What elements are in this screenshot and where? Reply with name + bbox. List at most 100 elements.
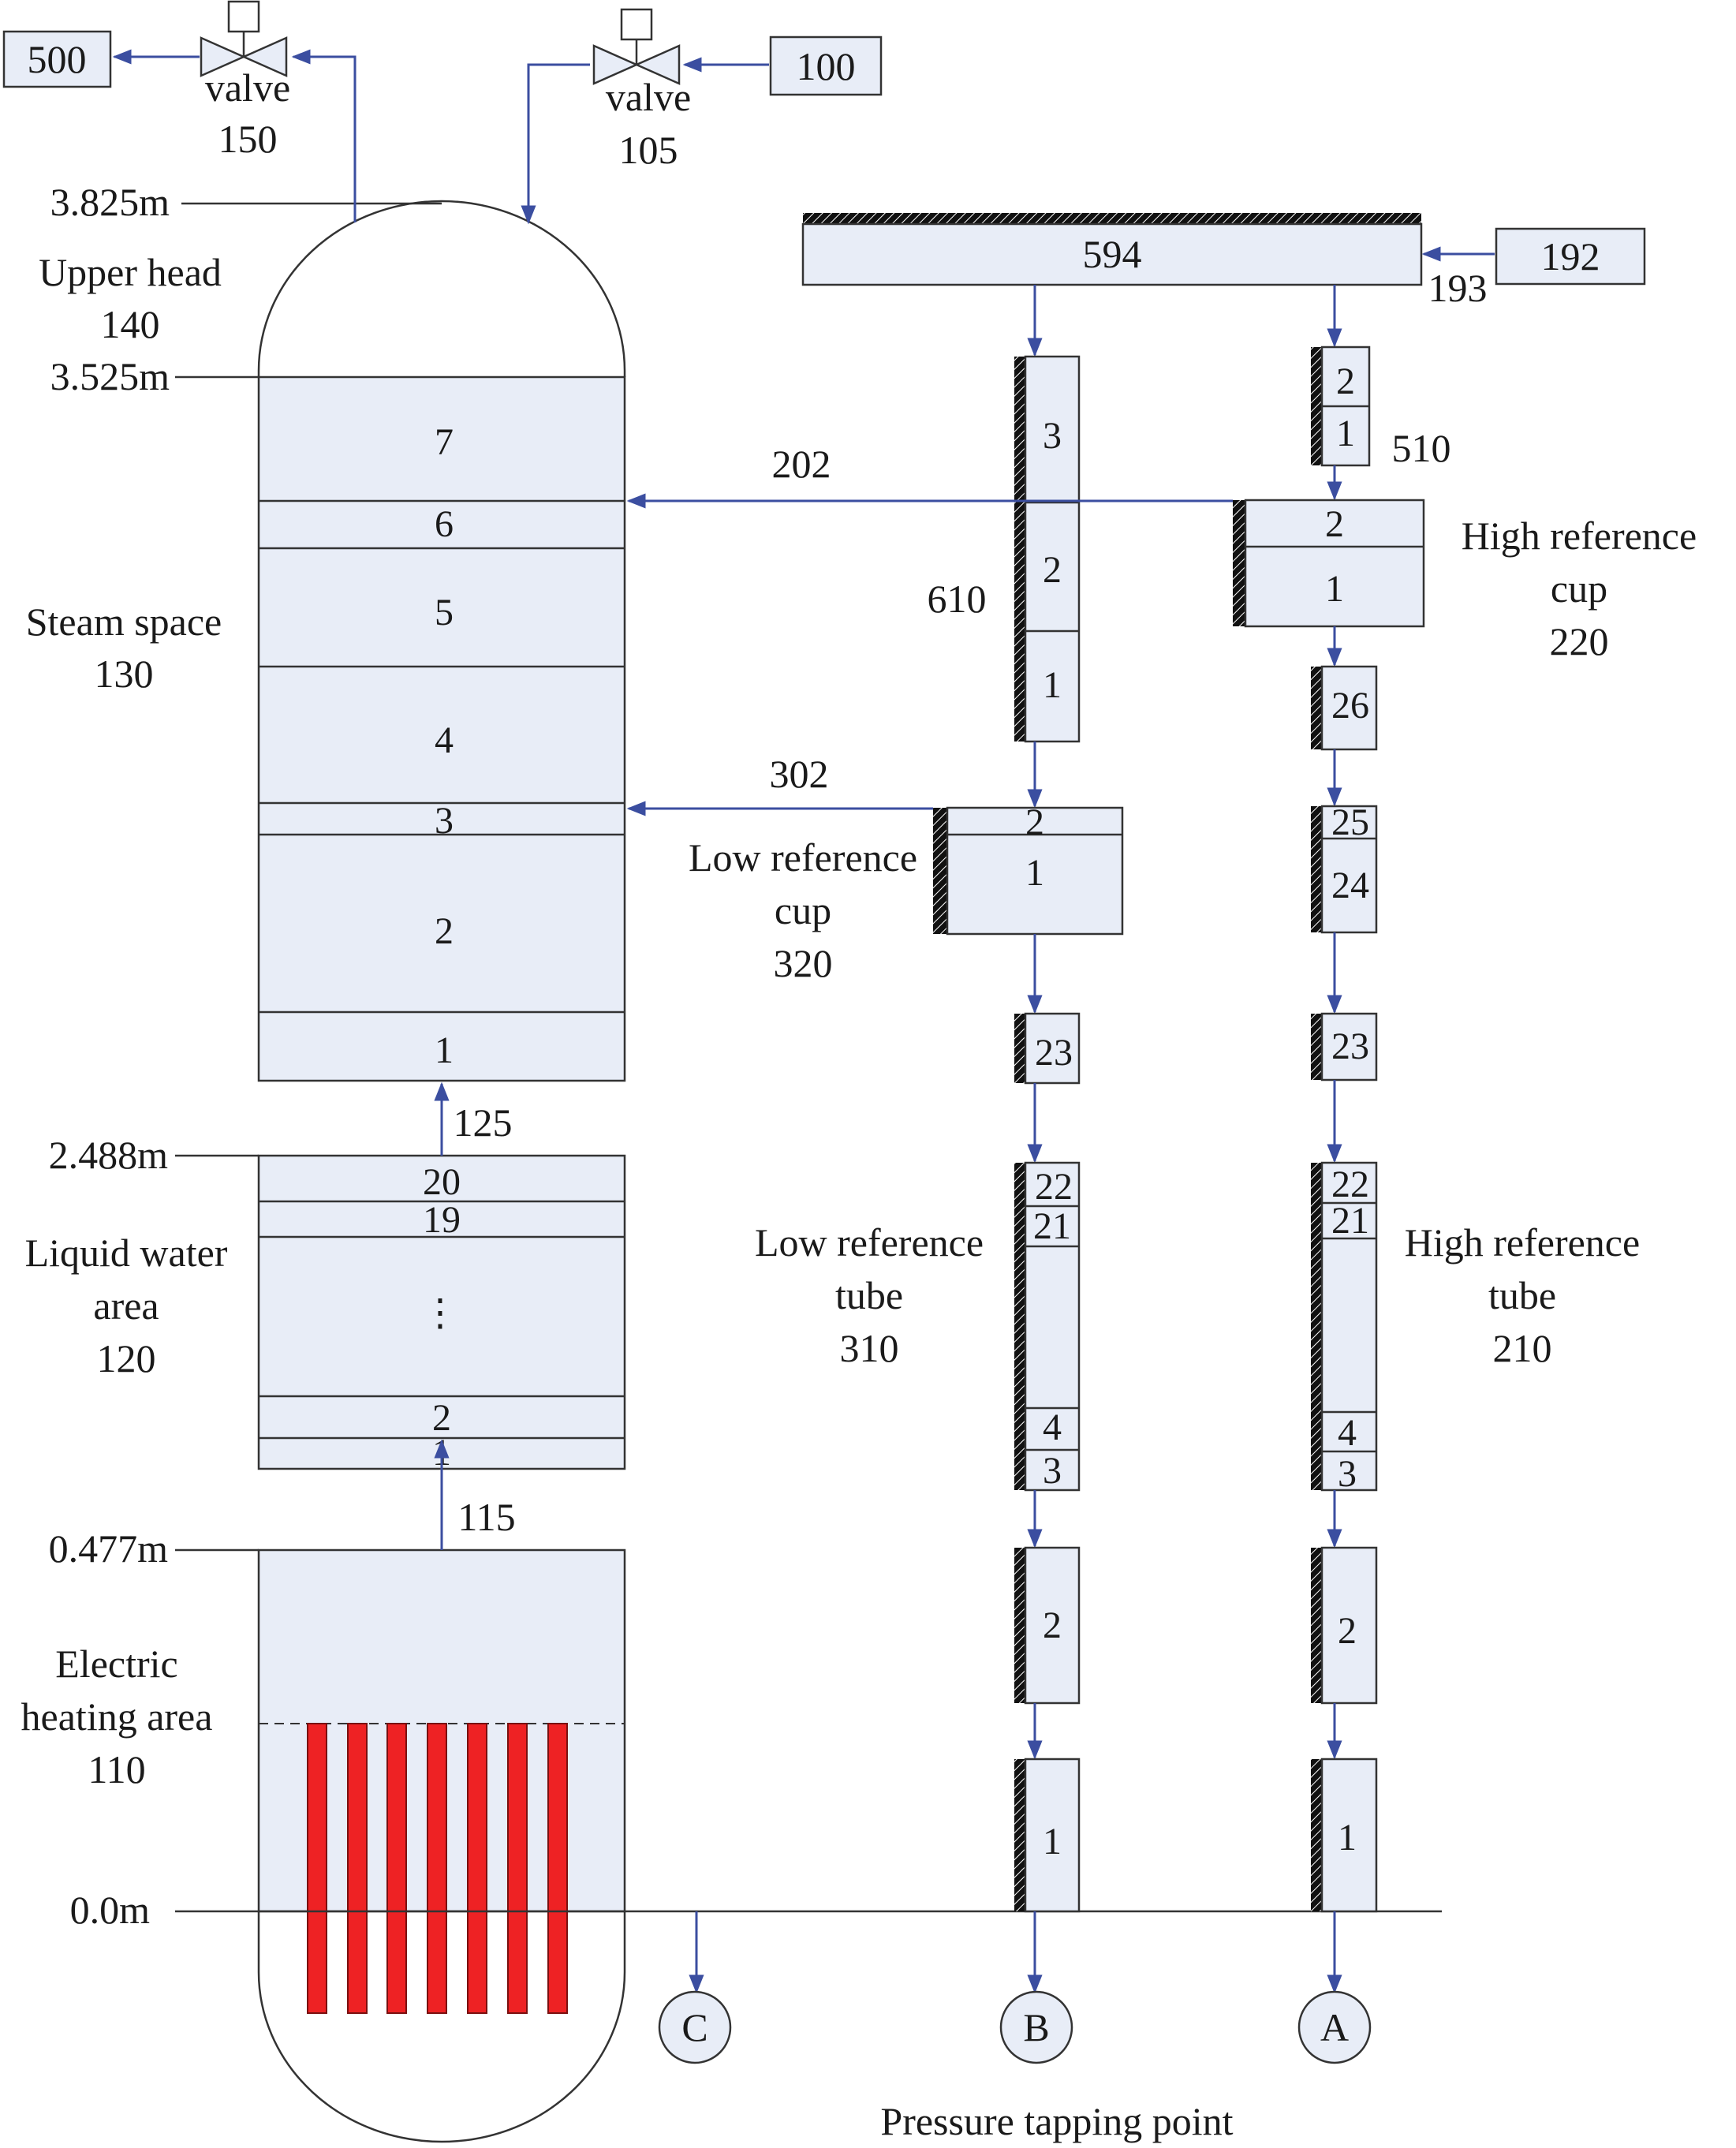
low-tube-label-3: 310: [840, 1326, 899, 1370]
region-labels: Upper head 140 Steam space 130 Liquid wa…: [21, 250, 228, 1791]
low-cup-label-2: cup: [775, 888, 831, 932]
electric-heating-num: 110: [88, 1747, 145, 1791]
low-ref-cup: 2 1 Low reference cup 320: [689, 742, 1124, 985]
mid-cell-22: 22: [1035, 1166, 1073, 1208]
mid-cell-1: 1: [1043, 1821, 1062, 1862]
mid-cell-23: 23: [1035, 1032, 1073, 1074]
electric-heating-label-2: heating area: [21, 1694, 213, 1739]
low-cup-cell-1: 1: [1025, 852, 1044, 894]
low-tube-label-2: tube: [835, 1273, 903, 1317]
mid-cell-4: 4: [1043, 1406, 1062, 1448]
vessel: 7 6 5 4 3 2 1 20 19 ⋮ 2 1: [257, 200, 626, 2143]
junction-125: 125: [454, 1100, 513, 1145]
valve-150: valve 150: [200, 0, 290, 161]
upper-head-label: Upper head: [39, 250, 222, 294]
pipe-594-label: 594: [1083, 232, 1142, 276]
pipe-510: 2 1 510: [1311, 285, 1451, 470]
tap-b-label: B: [1023, 2005, 1049, 2049]
electric-heating-label-1: Electric: [55, 1642, 177, 1686]
high-cup-cell-1: 1: [1325, 568, 1344, 610]
high-tube-label-2: tube: [1488, 1273, 1556, 1317]
steam-cell-1: 1: [435, 1029, 454, 1071]
junction-202: 202: [772, 442, 831, 486]
low-cup-label-1: Low reference: [689, 835, 917, 880]
liquid-cell-ellipsis: ⋮: [421, 1292, 459, 1334]
high-tube-label-1: High reference: [1405, 1220, 1640, 1265]
boundary-192-label: 192: [1541, 234, 1600, 278]
elevation-3825: 3.825m: [50, 180, 170, 224]
pipe-510-cell-2: 2: [1336, 360, 1355, 402]
high-ref-tube-column: 26 25 24 23 22 21 4 3 2 1 High reference…: [1311, 626, 1640, 1913]
mid-cell-21: 21: [1033, 1205, 1071, 1247]
tap-c: [658, 1990, 732, 2064]
low-tube-label-1: Low reference: [755, 1220, 984, 1265]
header-pipe-594: 594 192 193: [801, 213, 1646, 310]
liquid-water-label-2: area: [93, 1283, 159, 1328]
top-boundaries: 500 100 valve 150 valve 105: [2, 0, 883, 225]
elevation-2488: 2.488m: [49, 1133, 169, 1177]
right-cell-1: 1: [1338, 1817, 1357, 1858]
right-cell-2: 2: [1338, 1610, 1357, 1652]
upper-head-shape: [257, 200, 626, 377]
junction-193: 193: [1428, 266, 1488, 310]
elevation-markers: 3.825m 3.525m 2.488m 0.477m 0.0m: [49, 180, 1442, 1932]
high-cup-cell-2: 2: [1325, 503, 1344, 545]
high-cup-label-1: High reference: [1462, 514, 1697, 558]
pipe-610-cell-3: 3: [1043, 415, 1062, 457]
pipe-510-cell-1: 1: [1336, 413, 1355, 454]
valve-105-word: valve: [606, 75, 691, 119]
tap-c-label: C: [681, 2005, 707, 2049]
steam-cell-2: 2: [435, 910, 454, 952]
high-cup-label-3: 220: [1550, 619, 1609, 663]
steam-space-num: 130: [95, 652, 154, 696]
mid-cell-2: 2: [1043, 1604, 1062, 1646]
liquid-cell-20: 20: [423, 1161, 461, 1203]
junction-302: 302: [770, 752, 829, 796]
right-cell-26: 26: [1331, 685, 1369, 727]
right-cell-21: 21: [1331, 1200, 1369, 1242]
boundary-100-label: 100: [797, 44, 856, 88]
right-cell-23: 23: [1331, 1025, 1369, 1067]
junction-610: 610: [928, 577, 987, 621]
liquid-water-block: [257, 1154, 626, 1470]
pipe-610: 3 2 1 610: [928, 285, 1081, 743]
liquid-water-label-1: Liquid water: [25, 1231, 228, 1275]
steam-space-label: Steam space: [26, 600, 222, 644]
boundary-192: [1495, 227, 1646, 286]
steam-cell-6: 6: [435, 503, 454, 545]
low-cup-label-3: 320: [774, 941, 833, 985]
upper-head-num: 140: [101, 302, 160, 346]
elevation-3525: 3.525m: [50, 354, 170, 398]
pipe-594-body: [801, 222, 1423, 286]
elevation-0477: 0.477m: [49, 1526, 169, 1571]
valve-105: valve 105: [592, 8, 691, 172]
right-cell-3: 3: [1338, 1453, 1357, 1495]
boundary-500: [2, 30, 112, 88]
steam-cell-3: 3: [435, 800, 454, 842]
boundary-100: [769, 35, 883, 96]
valve-105-num: 105: [619, 128, 678, 172]
junction-115: 115: [457, 1495, 515, 1539]
right-cell-4: 4: [1338, 1412, 1357, 1454]
tap-a: [1297, 1990, 1372, 2064]
junction-510: 510: [1392, 426, 1451, 470]
liquid-cell-19: 19: [423, 1199, 461, 1241]
steam-cell-7: 7: [435, 421, 454, 463]
right-cell-25: 25: [1331, 801, 1369, 843]
right-cell-24: 24: [1331, 865, 1369, 906]
elevation-0: 0.0m: [70, 1888, 151, 1932]
valve-150-num: 150: [218, 117, 278, 161]
pressure-taps: C B A Pressure tapping point: [658, 1911, 1372, 2143]
low-ref-tube-column: 23 22 21 4 3 2 1 Low reference tube 310: [755, 934, 1081, 1913]
high-tube-label-3: 210: [1493, 1326, 1552, 1370]
pipe-610-cell-1: 1: [1043, 664, 1062, 706]
liquid-cell-2: 2: [432, 1397, 451, 1439]
pipe-610-cell-2: 2: [1043, 549, 1062, 591]
tap-a-label: A: [1320, 2005, 1349, 2049]
heater-rods: [307, 1723, 568, 2014]
right-cell-22: 22: [1331, 1164, 1369, 1205]
liquid-water-num: 120: [97, 1336, 156, 1380]
mid-cell-3: 3: [1043, 1450, 1062, 1492]
steam-space-block: [257, 375, 626, 1082]
